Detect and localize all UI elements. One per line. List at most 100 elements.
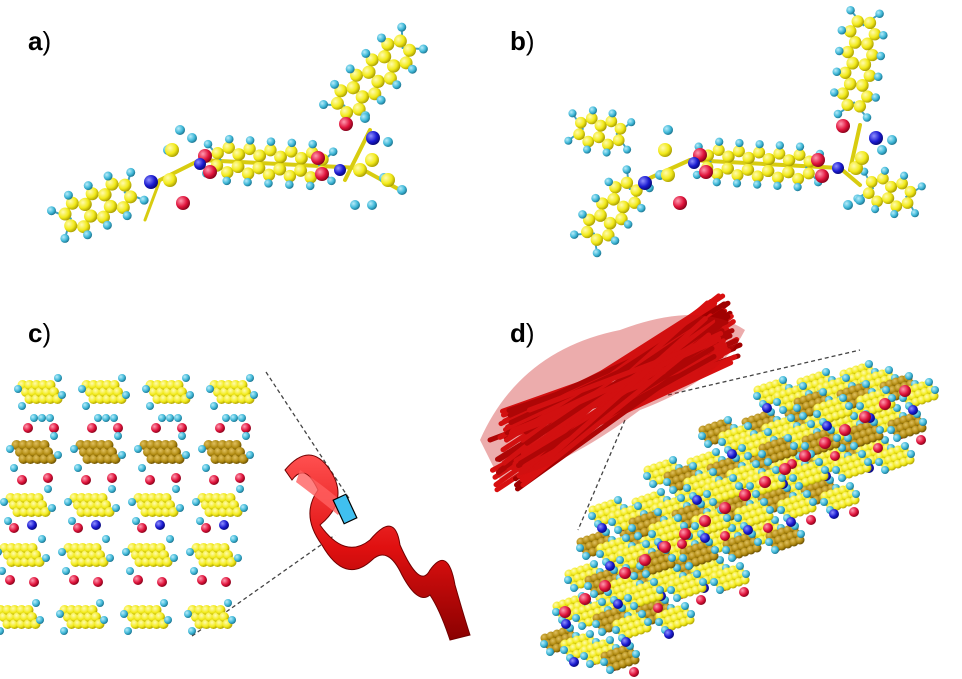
hydrogen-atom xyxy=(718,438,726,446)
hydrogen-atom xyxy=(287,138,297,148)
hydrogen-atom xyxy=(132,517,140,525)
oxygen-atom xyxy=(815,169,829,183)
hydrogen-atom xyxy=(856,402,864,410)
hydrogen-atom xyxy=(146,402,154,410)
carbon-atom xyxy=(771,171,784,184)
hydrogen-atom xyxy=(70,445,78,453)
carbon-atom xyxy=(581,225,594,239)
stacked-molecule xyxy=(765,522,805,554)
molecule-blob xyxy=(14,374,66,410)
nitrogen-atom xyxy=(194,158,206,170)
hydrogen-atom xyxy=(634,502,642,510)
carbon-atom xyxy=(78,197,92,211)
hydrogen-atom xyxy=(643,472,651,480)
hydrogen-atom xyxy=(164,616,172,624)
atom xyxy=(238,454,249,464)
hydrogen-atom xyxy=(673,594,681,602)
carbon-atom xyxy=(98,188,112,202)
molecule-blob xyxy=(6,432,62,472)
hydrogen-atom xyxy=(738,444,746,452)
stacked-molecule xyxy=(789,458,829,490)
carbon-atom xyxy=(573,128,585,141)
oxygen-atom xyxy=(916,435,926,445)
hydrogen-atom xyxy=(843,200,853,210)
hydrogen-atom xyxy=(692,170,702,180)
bond xyxy=(688,158,842,170)
oxygen-atom xyxy=(599,580,611,592)
hydrogen-atom xyxy=(616,556,624,564)
hydrogen-atom xyxy=(779,376,787,384)
oxygen-atom xyxy=(5,575,15,585)
hydrogen-atom xyxy=(360,113,370,123)
carbon-atom xyxy=(753,146,766,159)
oxygen-atom xyxy=(659,541,671,553)
nitrogen-atom xyxy=(638,176,652,190)
atom xyxy=(162,557,173,567)
hydrogen-atom xyxy=(264,179,273,188)
atom xyxy=(98,557,109,567)
molecule-blob xyxy=(56,599,108,635)
panel-label-d: d) xyxy=(510,318,535,348)
stacked-molecule xyxy=(875,442,915,474)
oxygen-atom xyxy=(839,424,851,436)
hydrogen-atom xyxy=(345,64,355,74)
carbon-atom xyxy=(103,200,117,214)
stacked-molecule xyxy=(648,514,688,546)
carbon-atom xyxy=(848,36,862,49)
oxygen-atom xyxy=(799,450,811,462)
atom xyxy=(174,454,185,464)
hydrogen-atom xyxy=(677,494,685,502)
hydrogen-atom xyxy=(820,498,828,506)
hydrogen-atom xyxy=(669,456,677,464)
carbon-atom xyxy=(294,164,307,177)
hydrogen-atom xyxy=(83,181,93,191)
hydrogen-atom xyxy=(182,451,190,459)
hydrogen-atom xyxy=(590,590,598,598)
stacked-molecule xyxy=(600,642,640,674)
hydrogen-atom xyxy=(224,599,232,607)
hydrogen-atom xyxy=(592,620,600,628)
carbon-atom xyxy=(773,147,786,160)
hydrogen-atom xyxy=(170,554,178,562)
oxygen-atom xyxy=(719,502,731,514)
hydrogen-atom xyxy=(82,402,90,410)
hydrogen-atom xyxy=(905,372,913,380)
hydrogen-atom xyxy=(724,416,732,424)
hydrogen-atom xyxy=(873,72,883,82)
stacked-molecule xyxy=(734,498,774,530)
hydrogen-atom xyxy=(655,618,663,626)
hydrogen-atom xyxy=(242,432,250,440)
nitrogen-atom xyxy=(366,131,380,145)
oxygen-atom xyxy=(311,151,325,165)
hydrogen-atom xyxy=(642,540,650,548)
molecule-blob xyxy=(120,599,172,635)
hydrogen-atom xyxy=(578,210,587,219)
hydrogen-atom xyxy=(680,522,688,530)
molecule-blob xyxy=(0,485,56,525)
hydrogen-atom xyxy=(614,526,622,534)
carbon-atom xyxy=(116,201,130,215)
molecule-blob xyxy=(122,535,178,575)
carbon-atom xyxy=(604,216,617,230)
carbon-atom xyxy=(630,184,643,197)
hydrogen-atom xyxy=(793,404,801,412)
carbon-atom xyxy=(731,169,744,182)
atom xyxy=(110,454,121,464)
hydrogen-atom xyxy=(376,95,386,105)
hydrogen-atom xyxy=(657,488,665,496)
hydrogen-atom xyxy=(63,190,73,200)
hydrogen-atom xyxy=(709,498,717,506)
hydrogen-atom xyxy=(760,498,768,506)
hydrogen-atom xyxy=(570,584,578,592)
hydrogen-atom xyxy=(600,658,608,666)
oxygen-atom xyxy=(836,119,850,133)
hydrogen-atom xyxy=(230,414,238,422)
hydrogen-atom xyxy=(540,640,548,648)
oxygen-atom xyxy=(241,423,251,433)
hydrogen-atom xyxy=(642,570,650,578)
hydrogen-atom xyxy=(689,462,697,470)
carbon-atom xyxy=(858,58,872,72)
oxygen-atom xyxy=(151,423,161,433)
hydrogen-atom xyxy=(779,406,787,414)
zoom-line xyxy=(265,371,351,501)
